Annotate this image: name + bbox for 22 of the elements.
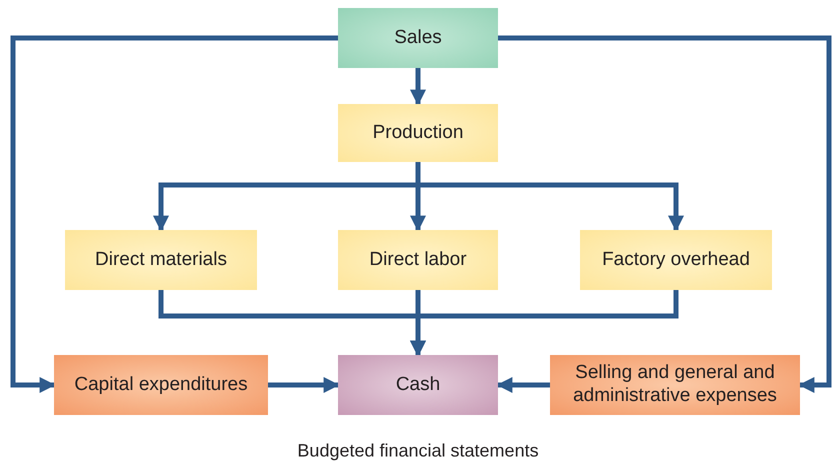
budget-box: [338, 104, 498, 162]
budget-box: [580, 230, 772, 290]
cash-box: [338, 355, 498, 415]
node-label: Direct labor: [369, 248, 467, 272]
node-label: Factory overhead: [602, 248, 750, 272]
arrow: [496, 377, 550, 393]
node-label: Cash: [396, 374, 440, 396]
node-label: Capital expenditures: [74, 374, 248, 396]
budget-box: [338, 230, 498, 290]
arrow: [10, 36, 338, 393]
budget-box: [65, 230, 257, 290]
arrow: [268, 377, 340, 393]
node-label: Sales: [394, 26, 442, 50]
sales-box: [338, 8, 498, 68]
caption-text: Budgeted financial statements: [297, 440, 539, 462]
expense-box: [550, 355, 800, 415]
node-label: Selling and general and administrative expenses: [572, 362, 778, 408]
node-label: Direct materials: [95, 248, 227, 272]
arrow: [498, 36, 832, 393]
node-label: Production: [372, 122, 464, 144]
arrow: [410, 68, 426, 106]
expense-box: [54, 355, 268, 415]
